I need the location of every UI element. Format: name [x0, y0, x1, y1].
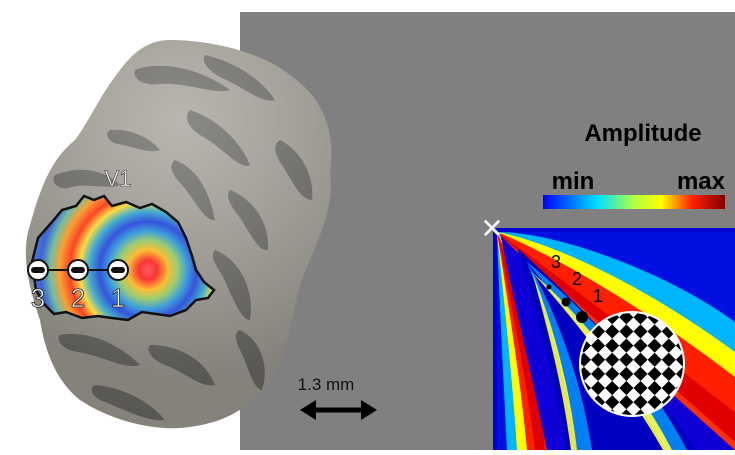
rf-number-3: 3	[551, 252, 561, 272]
colorbar-title: Amplitude	[584, 120, 701, 147]
rf-dot-2	[561, 297, 571, 307]
electrode-3	[27, 259, 49, 281]
electrode-1	[107, 259, 129, 281]
arrow-left-icon	[300, 400, 316, 420]
electrode-number-1: 1	[111, 283, 125, 313]
arrow-right-icon	[361, 400, 377, 420]
colorbar-min-label: min	[552, 168, 595, 195]
rf-dot-1	[576, 311, 588, 323]
v1-outline	[30, 194, 216, 322]
receptive-field-markers: 3 2 1	[546, 252, 603, 323]
electrode-2	[67, 259, 89, 281]
scale-label: 1.3 mm	[298, 375, 355, 394]
scale-bar: 1.3 mm	[298, 375, 377, 420]
rf-dot-3	[546, 284, 552, 290]
electrode-number-3: 3	[31, 283, 45, 313]
colorbar-max-label: max	[677, 168, 726, 195]
colorbar: Amplitude min max	[543, 120, 726, 209]
fixation-marker: ×	[481, 207, 502, 248]
checkerboard-icon	[579, 311, 685, 417]
v1-label: V1	[105, 166, 132, 191]
rf-number-1: 1	[593, 286, 603, 306]
electrode-number-2: 2	[71, 283, 85, 313]
colorbar-gradient	[543, 195, 725, 209]
electrode-array: 3 2 1	[27, 259, 129, 313]
rf-number-2: 2	[572, 269, 582, 289]
